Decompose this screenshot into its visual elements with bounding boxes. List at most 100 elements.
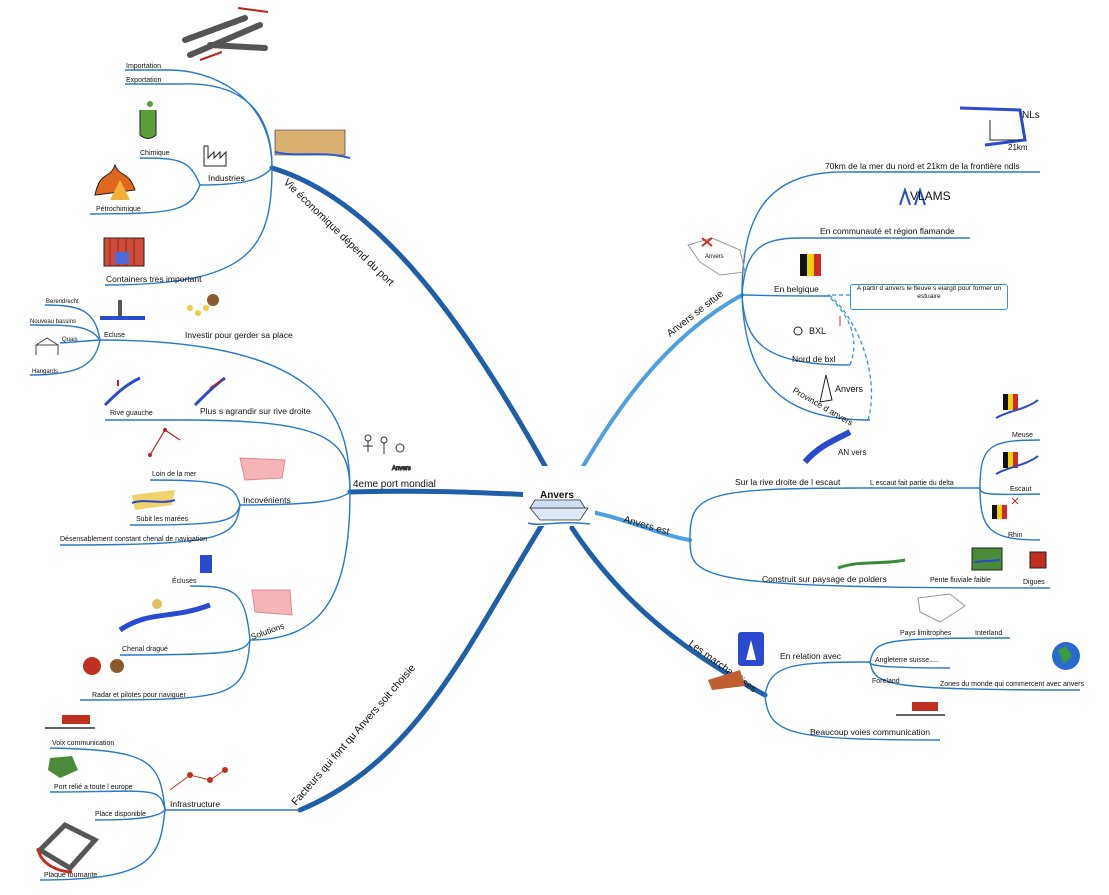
subit-marees-label: Subit les marées — [136, 516, 189, 523]
polders-label: Construit sur paysage de polders — [762, 574, 887, 584]
neighbor-map-icon — [917, 593, 966, 623]
chenal-drague-icon — [118, 599, 211, 633]
flag-meuse-icon — [995, 394, 1039, 419]
bxl-text: BXL — [809, 326, 826, 336]
network-icon — [169, 767, 228, 791]
zones-label: Zones du monde qui commercent avec anver… — [940, 681, 1084, 688]
nouveau-bassins-label: Nouveau bassins — [30, 319, 76, 325]
estuary-note: A partir d anvers le fleuve s elargit po… — [850, 284, 1008, 310]
radar-label: Radar et pilotes pour naviguer — [92, 692, 186, 699]
boat-icon — [708, 632, 764, 690]
rhin-label: Rhin — [1008, 532, 1023, 539]
desensablement-label: Désensablement constant chenal de naviga… — [60, 536, 207, 543]
hangard-icon — [35, 337, 59, 355]
polder-icon — [837, 558, 906, 570]
anvers-hand-1: Anvers — [392, 466, 411, 472]
coins-icon — [187, 294, 219, 316]
ecluses-icon — [200, 555, 212, 573]
nord-bxl-label: Nord de bxl — [792, 354, 836, 364]
berendrecht-label: Berendrecht — [46, 299, 79, 305]
netherlands-map-icon: NLs 21km — [959, 106, 1040, 152]
center-label: Anvers — [540, 490, 574, 501]
anvers-hand-2: Anvers — [835, 384, 864, 394]
compass-icon: BXL — [793, 316, 841, 336]
branch-facteurs-label: Facteurs qui font qu Anvers soit choisie — [289, 662, 418, 808]
belgian-flag-icon — [800, 254, 821, 276]
estuary-note-text: A partir d anvers le fleuve s elargit po… — [856, 285, 1002, 300]
km-text: 21km — [1008, 143, 1028, 152]
solutions-icon — [251, 589, 293, 616]
agrandir-label: Plus s agrandir sur rive droite — [200, 406, 311, 416]
relation-label: En relation avec — [780, 651, 842, 661]
chimique-label: Chimique — [140, 150, 170, 157]
airplanes-icon — [182, 7, 269, 61]
pente-label: Pente fluviale faible — [930, 577, 991, 584]
people-icon: Anvers — [363, 434, 411, 473]
importation-label: Importation — [126, 63, 161, 70]
center-node[interactable]: Anvers — [523, 466, 595, 526]
vlams-text: VLAMS — [910, 189, 951, 203]
branch-port-mondial-label: 4eme port mondial — [353, 479, 436, 490]
inconvenients-icon — [239, 457, 286, 481]
dashed-links — [827, 293, 873, 421]
infrastructure-label: Infrastructure — [170, 799, 220, 809]
foreland-label: Foreland — [872, 678, 900, 685]
branch-se-situe-label: Anvers se situe — [665, 288, 726, 339]
fire-icon — [94, 163, 136, 200]
branch-port-mondial[interactable] — [347, 488, 538, 498]
chemistry-tube-icon — [139, 101, 157, 139]
ecluse-label: Ecluse — [104, 332, 125, 339]
containers-label: Containers tres important — [106, 274, 202, 284]
hangards-label: Hangards — [32, 369, 58, 375]
plaque-tournante-icon — [35, 821, 100, 874]
province-icon: Anvers — [819, 374, 864, 403]
belgium-map-text: Anvers — [705, 254, 724, 260]
rive-gauche-label: Rive guauche — [110, 410, 153, 417]
branch-vie-eco[interactable] — [269, 165, 553, 478]
anvers-hand-3: AN vers — [838, 448, 866, 457]
globe-icon — [1052, 642, 1080, 670]
escaut-label: Escaut — [1010, 486, 1031, 493]
distance-label: 70km de la mer du nord et 21km de la fro… — [825, 161, 1020, 171]
rive-droite-label: Sur la rive droite de l escaut — [735, 477, 841, 487]
flag-rhin-icon — [992, 497, 1019, 519]
factory-icon — [203, 145, 227, 167]
river-escaut-icon: AN vers — [802, 429, 866, 465]
tides-icon — [131, 490, 176, 510]
sub-lines — [29, 69, 1081, 881]
belgium-map-icon: Anvers — [687, 237, 746, 276]
branch-facteurs[interactable] — [297, 517, 548, 813]
train-icon — [45, 715, 95, 729]
port-sketch-icon — [274, 129, 351, 159]
flemish-people-icon: VLAMS — [899, 186, 951, 206]
loin-mer-label: Loin de la mer — [152, 471, 197, 478]
interland-label: Interland — [975, 630, 1002, 637]
industries-label: Industries — [208, 173, 245, 183]
chenal-drague-label: Chenal dragué — [122, 646, 168, 653]
main-branches — [269, 165, 768, 813]
incovenients-label: Incovénients — [243, 495, 291, 505]
angleterre-label: Angleterre suisse..... — [875, 657, 939, 664]
branch-se-situe[interactable] — [573, 293, 744, 482]
delta-label: L escaut fait partie du delta — [870, 480, 954, 487]
digues-label: Digues — [1023, 579, 1045, 586]
quais-label: Quais — [62, 337, 78, 343]
branch-est[interactable] — [590, 510, 692, 542]
place-disponible-label: Place disponible — [95, 811, 146, 818]
slope-icon — [971, 547, 1003, 571]
exportation-label: Exportation — [126, 77, 162, 84]
europe-map-icon — [48, 756, 78, 778]
dike-icon — [1029, 551, 1047, 569]
voies-label: Beaucoup voies communication — [810, 727, 930, 737]
ecluse-icon — [100, 300, 145, 320]
meuse-label: Meuse — [1012, 432, 1033, 439]
map-arrows-icon — [148, 428, 181, 457]
belgique-label: En belgique — [774, 284, 819, 294]
petrochimique-label: Pétrochimique — [96, 206, 141, 213]
nls-text: NLs — [1022, 110, 1040, 121]
communaute-label: En communauté et région flamande — [820, 226, 955, 236]
containers-icon — [103, 237, 145, 267]
flag-escaut-icon — [995, 452, 1039, 475]
